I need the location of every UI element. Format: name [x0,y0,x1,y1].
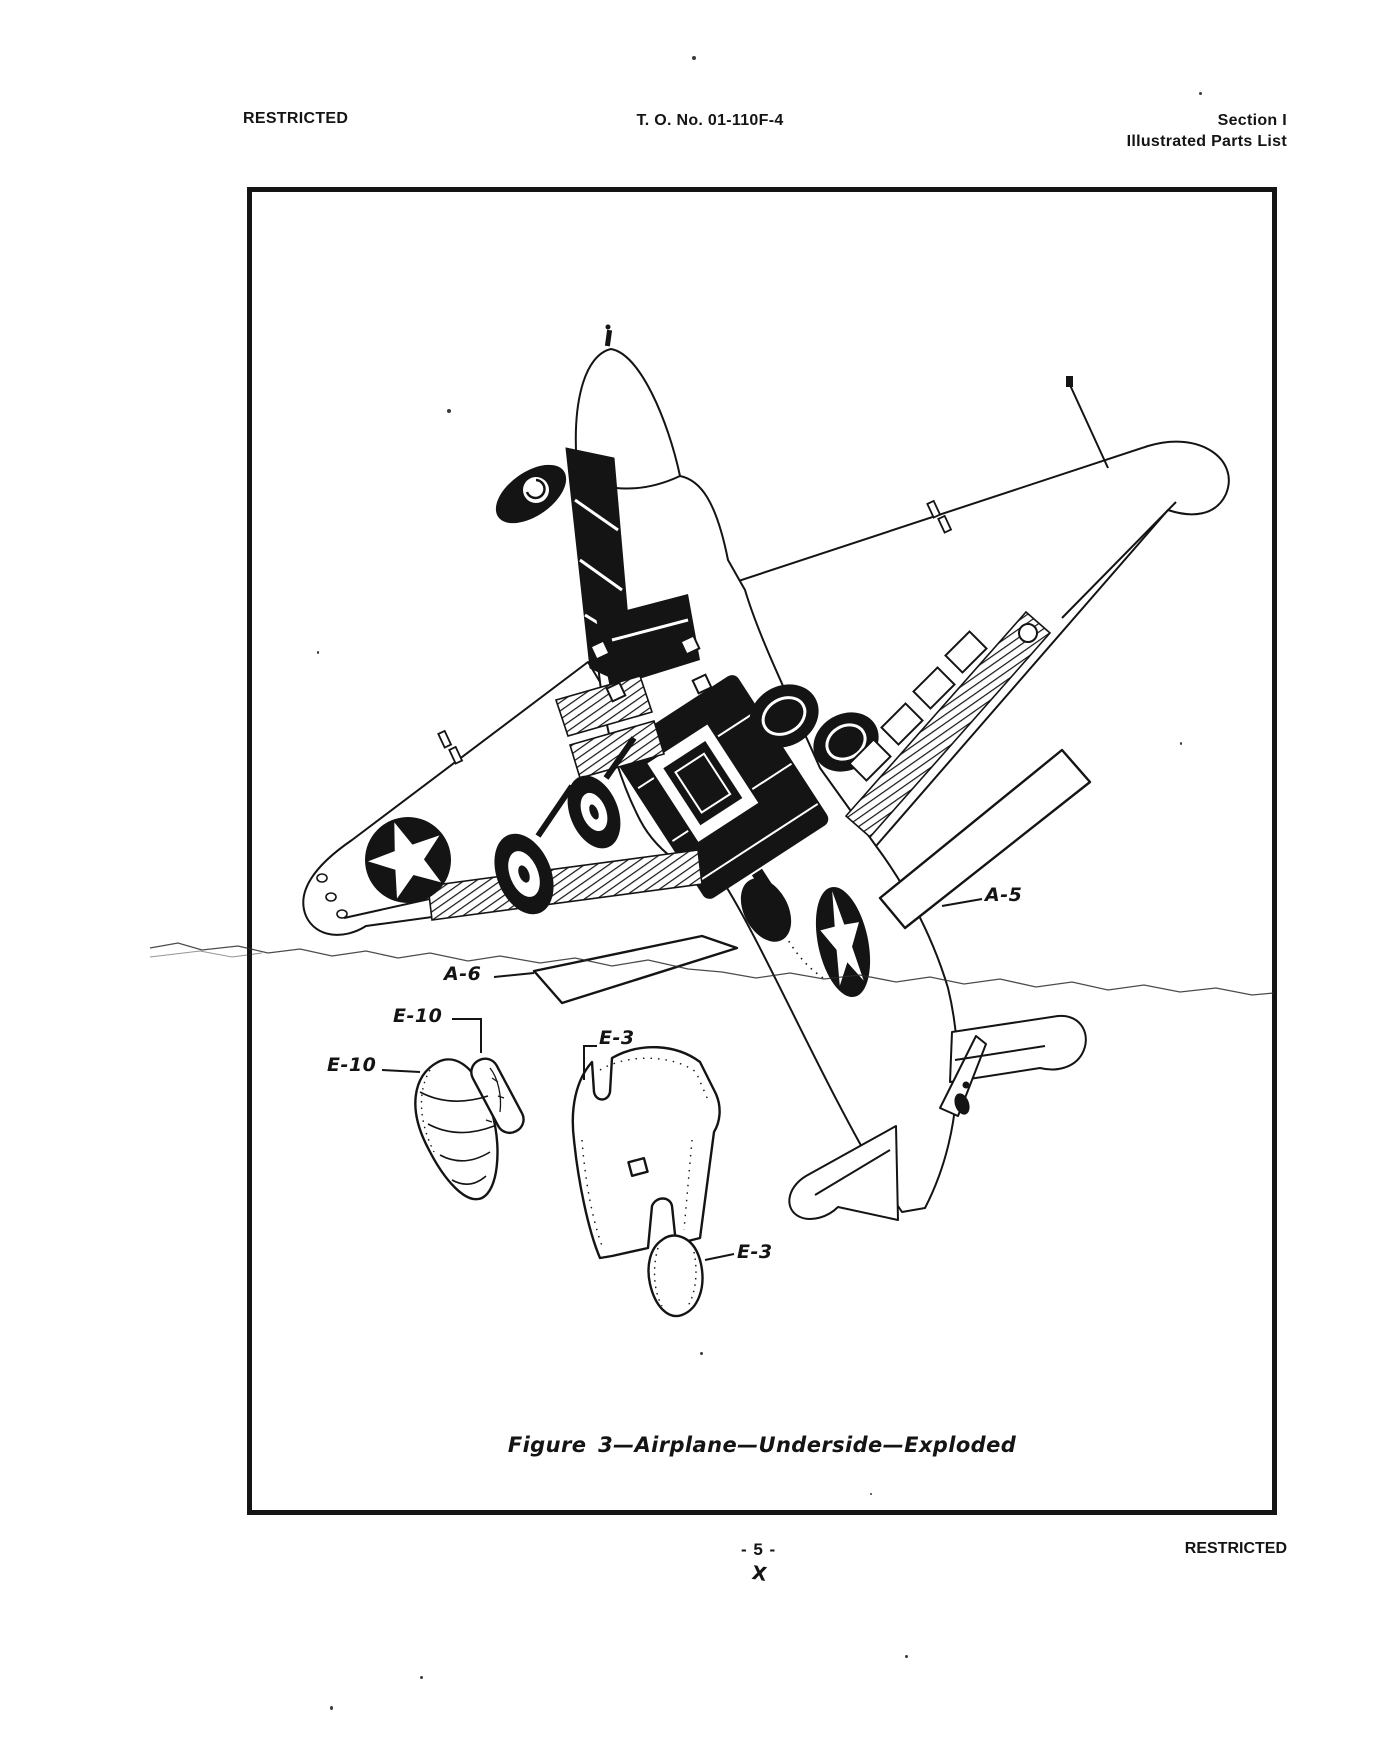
header-section: Section I Illustrated Parts List [1127,110,1287,152]
scan-speck [330,1706,333,1710]
scan-speck [905,1655,908,1658]
figure-caption: Figure 3—Airplane—Underside—Exploded [507,1433,1017,1457]
header-section-line2: Illustrated Parts List [1126,133,1287,150]
header-technical-order: T. O. No. 01-110F-4 [636,112,784,129]
header-classification: RESTRICTED [243,110,349,127]
scan-speck [870,1493,872,1495]
scan-speck [420,1676,423,1679]
callout-a5: A-5 [985,884,1023,906]
callout-e3-lower: E-3 [737,1241,773,1263]
scan-speck [1180,742,1182,745]
callout-e3-upper: E-3 [599,1027,635,1049]
callout-a6: A-6 [444,963,482,985]
figure-border-box [247,187,1277,1515]
scan-speck [1199,92,1202,95]
header-section-line1: Section I [1217,112,1287,129]
callout-e10-left: E-10 [327,1054,377,1076]
scan-speck [447,409,451,413]
scan-speck [700,1352,703,1355]
footer-classification: RESTRICTED [1184,1540,1287,1557]
paper-crease-echo [149,950,263,958]
scan-speck [317,651,319,654]
handwritten-mark: X [750,1561,769,1587]
page-number: - 5 - [741,1540,777,1559]
callout-e10-upper: E-10 [393,1005,443,1027]
scan-speck [692,56,696,60]
